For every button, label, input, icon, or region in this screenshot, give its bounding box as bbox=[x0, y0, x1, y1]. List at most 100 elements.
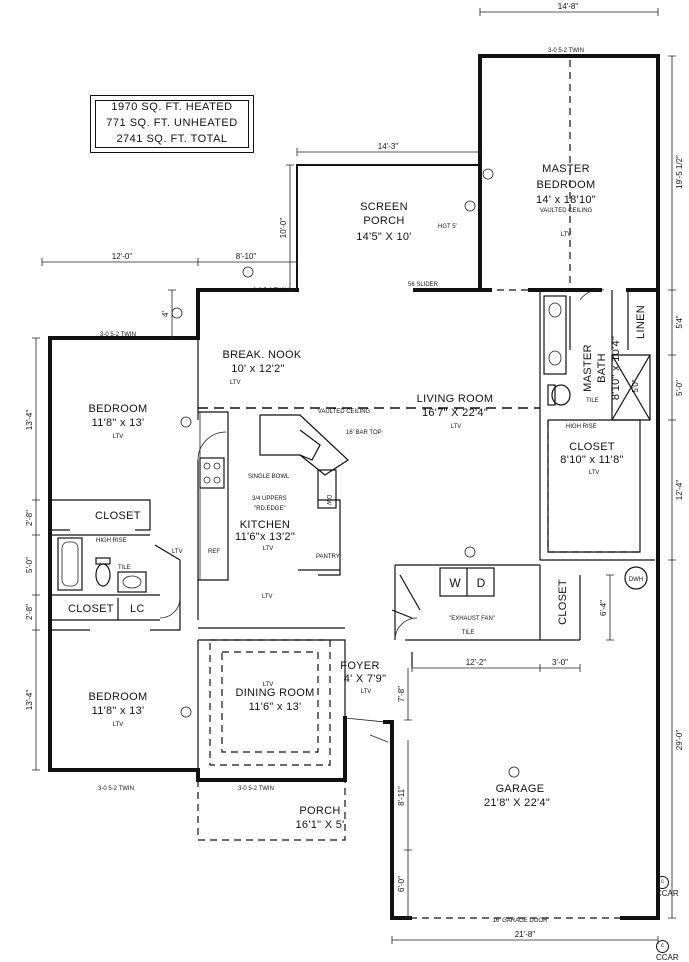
interior-walls bbox=[50, 290, 655, 770]
kitchen-name: KITCHEN bbox=[240, 519, 290, 531]
dim-g4: 7'-8" bbox=[397, 686, 406, 702]
foyer-name: FOYER bbox=[340, 660, 379, 672]
master-name1: MASTER bbox=[542, 163, 590, 175]
living-name: LIVING ROOM bbox=[417, 393, 494, 405]
vaulted-note: VAULTED CEILING bbox=[318, 409, 371, 415]
closet-mid-ltv: LTV bbox=[589, 470, 600, 476]
screen-name2: PORCH bbox=[363, 215, 404, 227]
door-swings bbox=[159, 289, 605, 743]
twin-top-left: 3-0 5-2 TWIN bbox=[253, 288, 289, 294]
dwh-label: DWH bbox=[629, 577, 643, 583]
tv-icon-master bbox=[482, 168, 494, 180]
square-footage-inner-border bbox=[95, 100, 249, 148]
porch-size: 16'1" X 5' bbox=[295, 819, 344, 831]
screen-name1: SCREEN bbox=[360, 201, 408, 213]
kitchen-island bbox=[259, 414, 349, 476]
dim-left3: 5'-0" bbox=[25, 557, 34, 573]
porch-name: PORCH bbox=[299, 805, 340, 817]
bed2-name: BEDROOM bbox=[89, 691, 148, 703]
washer-dryer bbox=[439, 567, 495, 597]
exterior-walls bbox=[48, 54, 660, 920]
copyright-circle-icon: c bbox=[656, 940, 669, 953]
dim-garage-height: 29'-0" bbox=[675, 730, 684, 751]
exhaust-fan: "EXHAUST FAN" bbox=[449, 616, 495, 622]
room-labels: MASTER BEDROOM 14' x 18'10" VAULTED CEIL… bbox=[68, 48, 647, 924]
copyright-circle-icon: c bbox=[656, 876, 669, 889]
dryer-label: D bbox=[477, 576, 486, 590]
tv-icon-garage bbox=[508, 766, 520, 778]
dashed-lines bbox=[197, 60, 640, 841]
garage-door: 16' GARAGE DOOR bbox=[493, 918, 548, 924]
dimension-labels: 14'-8" 14'-3" 10'-0" 12'-0" 8'-10" 4' 19… bbox=[25, 2, 684, 939]
dim-left2: 2'-8" bbox=[25, 510, 34, 526]
dimension-lines bbox=[32, 8, 676, 944]
ccar-mark-lower: cCCAR bbox=[656, 940, 689, 962]
dim-master-height: 19'-5 1/2" bbox=[675, 155, 684, 189]
tv-icon-bedroom1 bbox=[180, 416, 192, 428]
screen-size: 14'5" X 10' bbox=[356, 231, 411, 243]
closet-mid-size: 8'10" x 11'8" bbox=[560, 454, 623, 466]
tile-laundry: TILE bbox=[462, 630, 475, 636]
dim-left-top: 12'-0" bbox=[112, 252, 133, 261]
uppers1: 3/4 UPPERS bbox=[252, 496, 287, 502]
dim-left1: 13'-4" bbox=[25, 410, 34, 431]
kitchen-size: 11'6"x 13'2" bbox=[235, 531, 295, 543]
bed1-size: 11'8" x 13' bbox=[92, 417, 145, 429]
break-name: BREAK. NOOK bbox=[222, 349, 301, 361]
range bbox=[199, 457, 225, 489]
closet-left1: CLOSET bbox=[95, 510, 141, 522]
unheated-sqft: 771 SQ. FT. UNHEATED bbox=[106, 117, 238, 129]
dim-four: 4' bbox=[161, 311, 170, 317]
break-ltv: LTV bbox=[230, 380, 241, 386]
dim-g5: 8'-11" bbox=[397, 786, 406, 806]
tv-icon-corner bbox=[171, 307, 183, 319]
dining-name: DINING ROOM bbox=[235, 687, 314, 699]
dim-g6: 6'-0" bbox=[397, 876, 406, 892]
garage-name: GARAGE bbox=[496, 783, 545, 795]
twin-bottom-left: 3-0 5-2 TWIN bbox=[98, 786, 134, 792]
single-bowl: SINGLE BOWL bbox=[248, 474, 290, 480]
twin-left: 3-0 5-2 TWIN bbox=[100, 332, 136, 338]
tv-icon-bedroom2 bbox=[180, 706, 192, 718]
dining-size: 11'6" x 13' bbox=[249, 701, 302, 713]
ccar-text-upper: CCAR bbox=[656, 889, 679, 898]
tv-icon-screen bbox=[464, 200, 476, 212]
high-rise-left: HIGH RISE bbox=[96, 538, 127, 544]
slider-note: 56 SLIDER bbox=[408, 282, 439, 288]
heated-sqft: 1970 SQ. FT. HEATED bbox=[111, 101, 233, 113]
dim-g2: 12'-2" bbox=[466, 658, 487, 667]
dim-bottom: 21'-8" bbox=[515, 930, 536, 939]
master-size: 14' x 18'10" bbox=[536, 194, 596, 206]
master-bath1: MASTER bbox=[582, 344, 594, 392]
total-sqft: 2741 SQ. FT. TOTAL bbox=[116, 133, 228, 145]
tv-symbols bbox=[171, 168, 520, 778]
bed1-name: BEDROOM bbox=[89, 403, 148, 415]
dw-label: DW bbox=[325, 495, 331, 505]
kitchen-ltv: LTV bbox=[263, 546, 274, 552]
ccar-mark-upper: cCCAR bbox=[656, 876, 689, 898]
washer-label: W bbox=[449, 576, 461, 590]
kitchen-ltv2: LTV bbox=[172, 549, 183, 555]
dim-screen-width: 14'-3" bbox=[378, 142, 399, 151]
dim-bath-h2: 5'-0" bbox=[675, 380, 684, 396]
dim-nook-width: 8'-10" bbox=[236, 252, 257, 261]
garage-size: 21'8" X 22'4" bbox=[484, 797, 550, 809]
closet-left2: CLOSET bbox=[68, 603, 114, 615]
pantry-label: PANTRY bbox=[316, 554, 340, 560]
twin-bottom-mid: 3-0 5-2 TWIN bbox=[238, 786, 274, 792]
water-heater bbox=[624, 566, 648, 590]
foyer-ltv: LTV bbox=[361, 689, 372, 695]
ccar-text-lower: CCAR bbox=[656, 953, 679, 962]
lc-label: LC bbox=[130, 603, 145, 615]
hall-ltv: LTV bbox=[262, 594, 273, 600]
dining-ltv: LTV bbox=[263, 682, 274, 688]
bed2-size: 11'8" x 13' bbox=[92, 705, 145, 717]
uppers2: "RD.EDGE" bbox=[254, 506, 286, 512]
tv-icon-nook bbox=[242, 266, 254, 278]
square-footage-box: 1970 SQ. FT. HEATED 771 SQ. FT. UNHEATED… bbox=[90, 95, 254, 153]
closet-mid-name: CLOSET bbox=[569, 441, 615, 453]
tile-left: TILE bbox=[118, 565, 131, 571]
dim-g3: 3'-0" bbox=[552, 658, 568, 667]
tile-master: TILE bbox=[586, 398, 599, 404]
